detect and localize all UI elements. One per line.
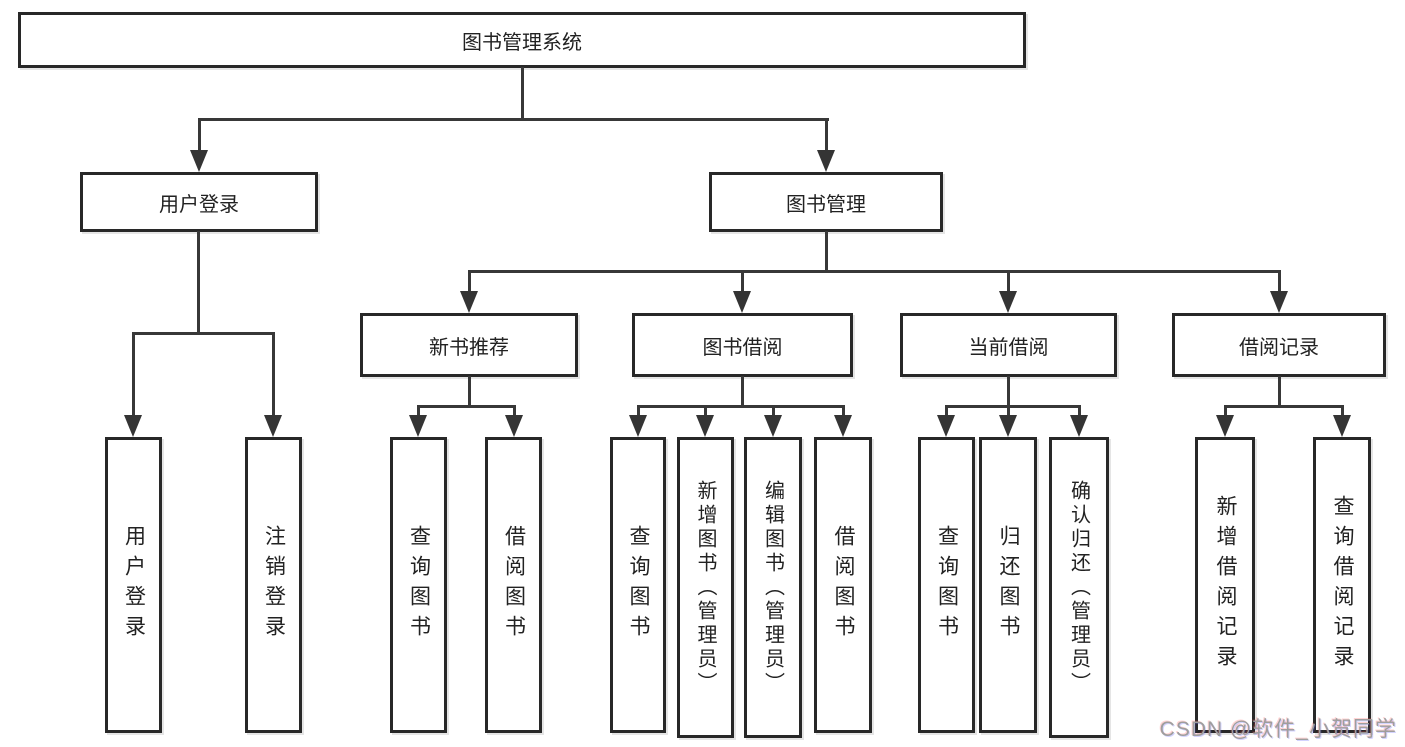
- leaf-return-books: 归还图书: [979, 437, 1037, 733]
- node-user-login: 用户登录: [80, 172, 318, 232]
- arrowhead-down-icon: [409, 415, 427, 437]
- arrowhead-down-icon: [1270, 291, 1288, 313]
- connector-drop-leaf-logout: [272, 334, 275, 416]
- leaf-borrow-books: 借阅图书: [814, 437, 872, 733]
- connector-current-stub: [1007, 376, 1010, 406]
- connector-recommend-bar: [417, 405, 516, 408]
- arrowhead-down-icon: [124, 415, 142, 437]
- arrowhead-down-icon: [1216, 415, 1234, 437]
- arrowhead-down-icon: [505, 415, 523, 437]
- node-borrow-records: 借阅记录: [1172, 313, 1386, 377]
- connector-drop: [1224, 406, 1227, 417]
- leaf-edit-books-admin: 编辑图书（管理员）: [744, 437, 802, 738]
- node-new-book-recommend: 新书推荐: [360, 313, 578, 377]
- connector-mgmt-stub: [825, 231, 828, 272]
- arrowhead-down-icon: [834, 415, 852, 437]
- leaf-add-books-admin: 新增图书（管理员）: [677, 437, 734, 738]
- connector-drop-user-login: [198, 120, 201, 151]
- arrowhead-down-icon: [629, 415, 647, 437]
- connector-drop: [417, 406, 420, 417]
- node-book-management: 图书管理: [709, 172, 943, 232]
- leaf-borrow-books-recommend: 借阅图书: [485, 437, 542, 733]
- connector-mgmt-bar: [468, 270, 1281, 273]
- arrowhead-down-icon: [999, 415, 1017, 437]
- leaf-query-borrow-record: 查询借阅记录: [1313, 437, 1371, 733]
- connector-drop: [637, 406, 640, 417]
- arrowhead-down-icon: [1333, 415, 1351, 437]
- leaf-query-books-current: 查询图书: [918, 437, 975, 733]
- leaf-user-login: 用户登录: [105, 437, 162, 733]
- node-book-borrow: 图书借阅: [632, 313, 853, 377]
- connector-drop: [772, 406, 775, 417]
- leaf-query-books-borrow: 查询图书: [610, 437, 666, 733]
- leaf-logout: 注销登录: [245, 437, 302, 733]
- connector-current-bar: [945, 405, 1081, 408]
- connector-root-stub: [521, 67, 524, 120]
- leaf-add-borrow-record: 新增借阅记录: [1195, 437, 1255, 733]
- arrowhead-down-icon: [696, 415, 714, 437]
- arrowhead-down-icon: [999, 291, 1017, 313]
- connector-drop: [704, 406, 707, 417]
- node-root-library-system: 图书管理系统: [18, 12, 1026, 68]
- connector-drop-leaf-login: [132, 334, 135, 416]
- connector-drop-book-mgmt: [825, 120, 828, 151]
- connector-records-stub: [1278, 376, 1281, 406]
- connector-login-bar: [132, 332, 275, 335]
- connector-drop: [1007, 406, 1010, 417]
- arrowhead-down-icon: [460, 291, 478, 313]
- connector-recommend-stub: [468, 376, 471, 406]
- connector-drop: [1078, 406, 1081, 417]
- connector-drop: [1341, 406, 1344, 417]
- connector-borrow-stub: [741, 376, 744, 406]
- connector-borrow-bar: [637, 405, 845, 408]
- arrowhead-down-icon: [817, 150, 835, 172]
- arrowhead-down-icon: [937, 415, 955, 437]
- arrowhead-down-icon: [190, 150, 208, 172]
- connector-records-bar: [1224, 405, 1344, 408]
- connector-drop-current-borrow: [1007, 272, 1010, 292]
- connector-drop-new-books: [468, 272, 471, 292]
- leaf-confirm-return-admin: 确认归还（管理员）: [1049, 437, 1109, 738]
- connector-root-bar: [198, 118, 829, 121]
- node-current-borrow: 当前借阅: [900, 313, 1117, 377]
- csdn-watermark: CSDN @软件_小贺同学: [1159, 718, 1397, 741]
- connector-drop-book-borrow: [741, 272, 744, 292]
- connector-drop: [945, 406, 948, 417]
- connector-login-stub: [197, 231, 200, 333]
- leaf-query-books-recommend: 查询图书: [390, 437, 447, 733]
- arrowhead-down-icon: [1070, 415, 1088, 437]
- connector-drop: [842, 406, 845, 417]
- connector-drop: [513, 406, 516, 417]
- connector-drop-borrow-records: [1278, 272, 1281, 292]
- arrowhead-down-icon: [264, 415, 282, 437]
- arrowhead-down-icon: [764, 415, 782, 437]
- arrowhead-down-icon: [733, 291, 751, 313]
